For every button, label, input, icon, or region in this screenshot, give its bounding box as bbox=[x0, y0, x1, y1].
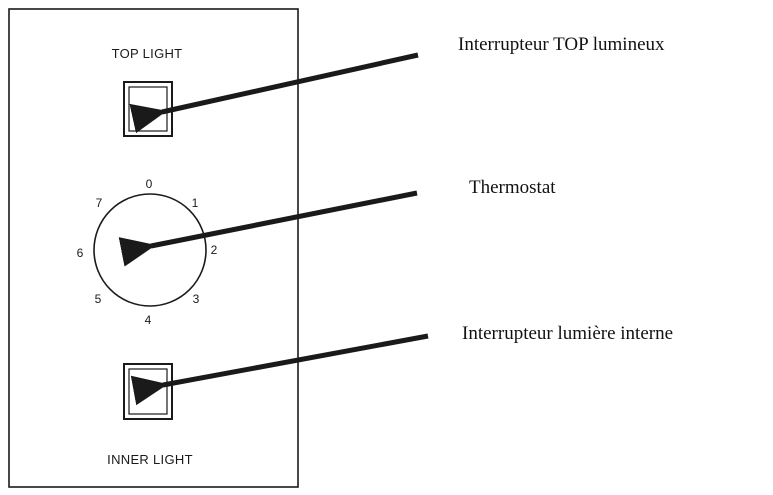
inner-light-switch[interactable] bbox=[123, 363, 173, 420]
inner-light-label: INNER LIGHT bbox=[107, 452, 193, 467]
top-light-label: TOP LIGHT bbox=[112, 46, 183, 61]
dial-number-7: 7 bbox=[96, 196, 103, 210]
dial-number-2: 2 bbox=[211, 243, 218, 257]
dial-number-5: 5 bbox=[95, 292, 102, 306]
arrow-thermostat bbox=[118, 190, 418, 267]
dial-number-3: 3 bbox=[193, 292, 200, 306]
control-panel-outline bbox=[8, 8, 299, 488]
callout-top-switch: Interrupteur TOP lumineux bbox=[458, 34, 665, 55]
thermostat-dial[interactable] bbox=[93, 193, 207, 307]
dial-number-1: 1 bbox=[192, 196, 199, 210]
callout-inner-switch: Interrupteur lumière interne bbox=[462, 323, 673, 344]
arrow-inner-switch bbox=[130, 333, 429, 406]
dial-number-0: 0 bbox=[146, 177, 153, 191]
arrow-top-switch bbox=[129, 52, 419, 134]
dial-number-6: 6 bbox=[77, 246, 84, 260]
callout-thermostat: Thermostat bbox=[469, 177, 556, 198]
dial-number-4: 4 bbox=[145, 313, 152, 327]
